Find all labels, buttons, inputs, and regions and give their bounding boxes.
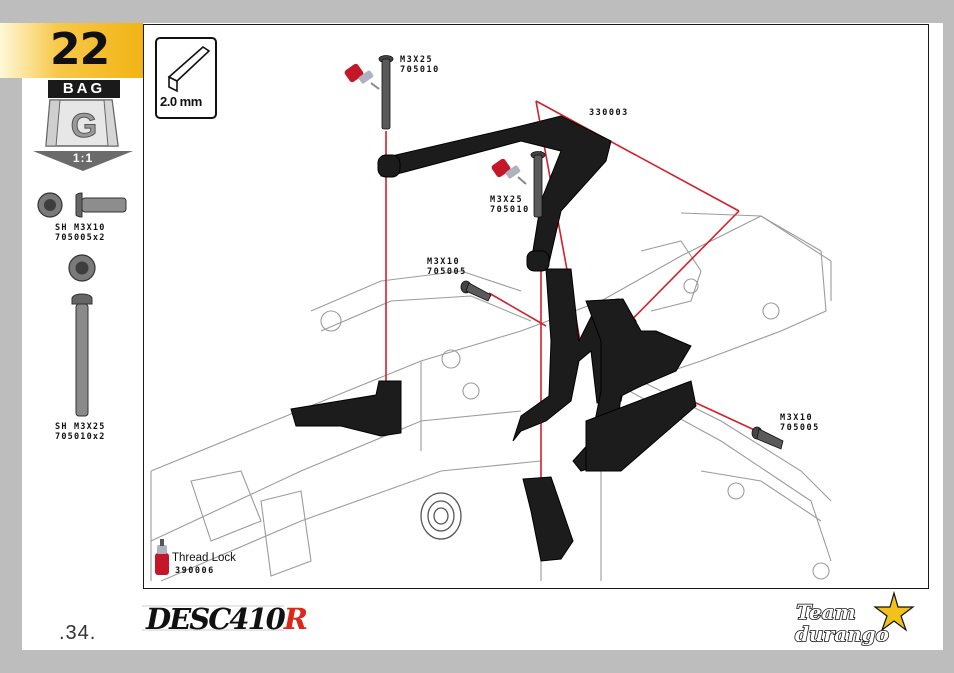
callout-screw-right-code: 705005 [780,423,820,433]
product-logo-text: DESC410R [146,602,308,636]
tool-box [155,37,217,119]
step-number: 22 [50,24,110,75]
scale-label: 1:1 [72,151,94,165]
bulkhead-assembly [512,268,697,562]
callout-screw-top-code: 705010 [400,65,440,75]
part-name-m3x25: SH M3X25 [55,422,106,432]
callout-screw-mid-size: M3X25 [490,195,524,205]
step-tab [0,23,143,78]
product-logo-main: DESC410 [146,602,286,636]
screw-m3x25-top [378,55,394,130]
team-logo-line2: durango [795,622,889,646]
lower-left-mount [290,380,402,437]
thread-lock-bottle-legend [155,539,169,575]
part-code-m3x25: 705010x2 [55,432,106,442]
chassis-illustration [150,55,832,582]
screw-m3x25-mid [530,151,546,218]
callout-screw-top-size: M3X25 [400,55,434,65]
callout-bracket-code: 330003 [589,108,629,118]
bag-letter: G [71,107,97,145]
screw-m3x10-left [460,280,492,302]
tool-size: 2.0 mm [160,94,202,109]
page-number: .34. [59,622,97,644]
part-name-m3x10: SH M3X10 [55,223,106,233]
product-logo-accent: R [283,602,308,636]
team-logo-line1: Team [796,600,855,624]
callout-screw-left-code: 705005 [427,267,467,277]
callout-screw-right-size: M3X10 [780,413,814,423]
thread-lock-bottle-mid [491,158,527,185]
assembly-panel [143,24,929,589]
screw-m3x10-right [751,426,784,450]
scale-banner [33,150,133,172]
product-logo [142,598,286,638]
team-durango-logo: Team durango [766,591,926,649]
part-button-head-screw-m3x25 [66,254,98,420]
shock-tower-bracket-330003 [377,115,612,272]
thread-lock-bottle-top [344,63,380,90]
callout-screw-left-size: M3X10 [427,257,461,267]
part-code-m3x10: 705005x2 [55,233,106,243]
bag-label: BAG [48,80,120,98]
thread-lock-label: Thread Lock [172,552,236,564]
callout-screw-mid-code: 705010 [490,205,530,215]
part-button-head-screw-m3x10 [36,191,132,219]
differential-cup [420,492,462,540]
bag-icon: G [44,98,124,154]
thread-lock-code: 390006 [175,566,215,576]
hex-key-icon [167,45,211,93]
